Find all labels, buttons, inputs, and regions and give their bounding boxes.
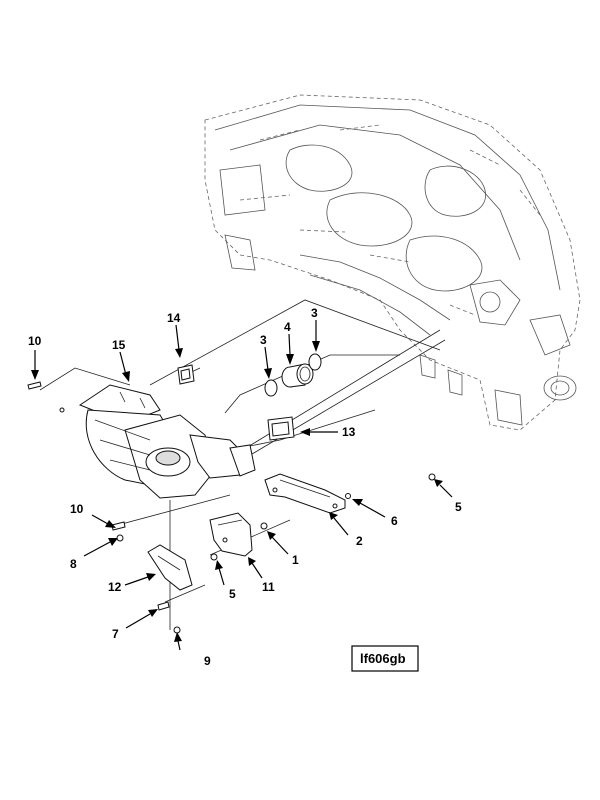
callout-1: 1 [292,553,299,567]
figure-id: lf606gb [360,651,406,666]
callout-arrows [31,320,453,651]
bracket-11 [209,512,253,557]
gasket-14 [177,364,195,385]
callout-13: 13 [342,425,356,439]
callout-10-top: 10 [28,334,42,348]
bracket-2 [264,473,346,514]
arrow-2 [333,517,349,536]
gasket-13 [267,416,295,441]
arrow-4 [288,333,291,356]
ring-3a [264,379,278,397]
callout-12: 12 [108,580,122,594]
arrow-9 [177,640,181,651]
arrow-5-low [218,567,225,586]
figure-id-box: lf606gb [351,645,419,672]
callout-11: 11 [262,580,275,594]
bracket-12 [147,544,193,591]
callout-3-right: 3 [311,306,318,320]
callout-4: 4 [284,320,291,334]
arrow-10-low [91,514,109,525]
arrow-5-right [439,484,453,498]
arrow-7 [125,613,151,629]
exhaust-assembly [59,384,256,499]
callout-6: 6 [391,514,398,528]
callout-8: 8 [70,557,77,571]
arrow-6 [359,502,386,518]
callout-3-left: 3 [260,333,267,347]
callout-5-low: 5 [229,587,236,601]
callout-14: 14 [167,311,181,325]
callout-10-low: 10 [70,502,84,516]
callout-9: 9 [204,654,211,668]
coupling-4 [281,363,314,388]
engine-block [204,94,581,431]
arrow-3a [264,346,269,371]
callout-2: 2 [356,534,363,548]
arrow-1 [271,536,289,555]
fasteners [27,381,436,634]
arrow-12 [124,576,149,586]
assembly-lines [39,299,446,630]
arrow-14 [175,324,180,351]
callout-7: 7 [112,627,119,641]
arrow-15 [119,351,127,376]
arrow-8 [83,541,111,557]
callout-5-right: 5 [455,500,462,514]
arrow-11 [251,562,263,579]
ring-3b [308,353,322,371]
callout-labels: 10 15 14 3 4 3 13 5 6 2 1 10 8 12 5 11 7… [28,306,462,668]
callout-15: 15 [112,338,126,352]
